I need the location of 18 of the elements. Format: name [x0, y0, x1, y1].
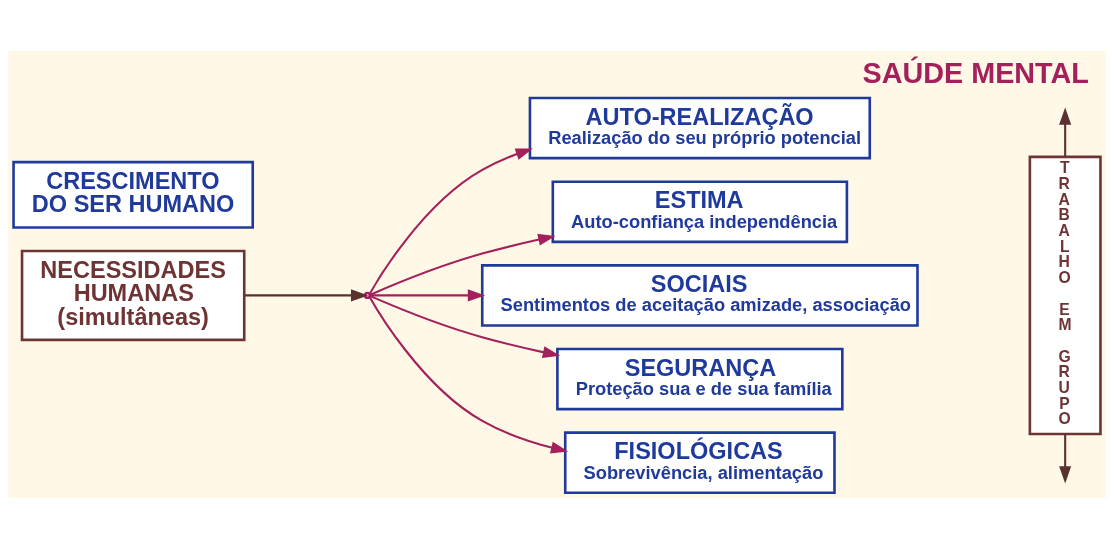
node-box: ESTIMA Auto-confiança independência [551, 180, 849, 244]
arrow [1059, 434, 1072, 484]
node-point [363, 291, 372, 300]
arrow [244, 289, 369, 302]
node-box: SEGURANÇA Proteção sua e de sua família [556, 347, 844, 411]
node-box: SOCIAIS Sentimentos de aceitação amizade, associação [480, 264, 919, 327]
arrow [368, 148, 533, 295]
node-box: AUTO-REALIZAÇÃO Realização do seu próprio potencial [528, 96, 872, 160]
node-box: CRESCIMENTO DO SER HUMANO [12, 160, 255, 229]
node-box: FISIOLÓGICAS Sobrevivência, alimentação [563, 431, 836, 495]
diagram-title: SAÚDE MENTAL [862, 57, 1089, 90]
node-box: TRABALHO EM GRUPO [1028, 155, 1102, 436]
arrow [368, 296, 569, 454]
node-box: NECESSIDADES HUMANAS (simultâneas) [20, 249, 246, 342]
arrow [369, 294, 561, 359]
arrow [370, 289, 486, 302]
arrow [369, 233, 556, 296]
arrow [1059, 107, 1072, 157]
